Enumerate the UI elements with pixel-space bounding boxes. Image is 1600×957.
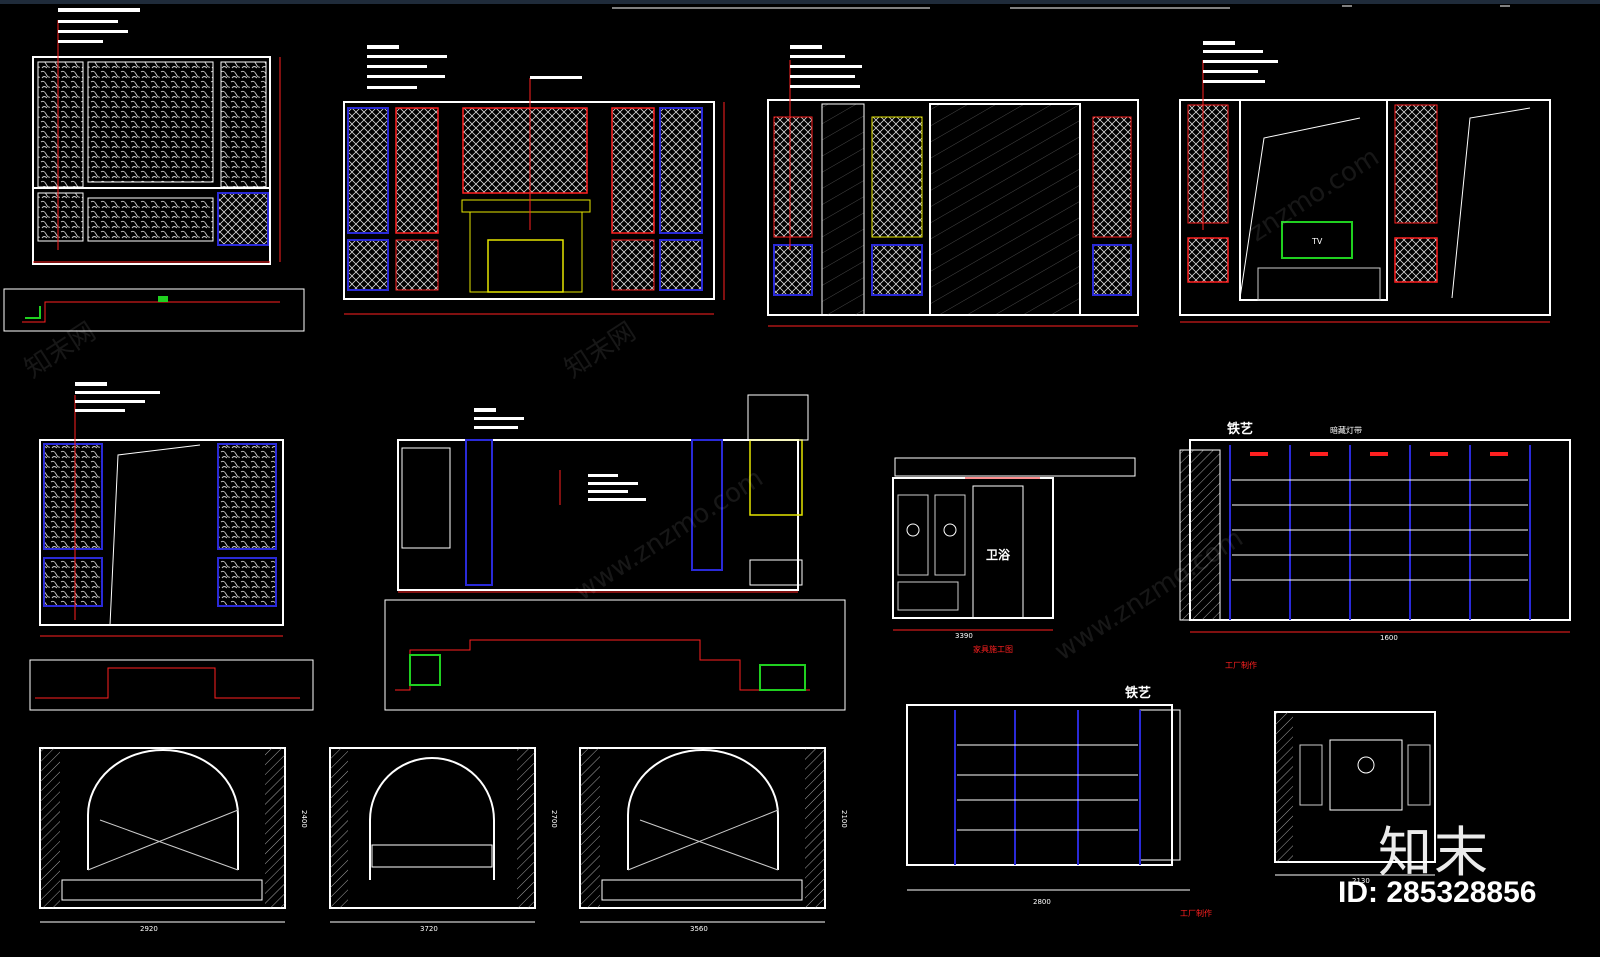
elevation-panel-9 bbox=[39, 747, 286, 923]
elevation-panel-3 bbox=[767, 45, 1139, 327]
top-ruler-bar bbox=[0, 0, 1600, 4]
factory-made-label-1: 工厂制作 bbox=[1225, 661, 1257, 670]
iron-art-label-1: 铁艺 bbox=[1227, 422, 1254, 437]
dimension-text: 2800 bbox=[1033, 898, 1051, 906]
dimension-text: 2400 bbox=[300, 810, 308, 828]
hidden-light-label: 暗藏灯带 bbox=[1330, 426, 1362, 435]
dimension-text: 3560 bbox=[690, 925, 708, 933]
dimension-text: 2920 bbox=[140, 925, 158, 933]
elevation-panel-2 bbox=[343, 45, 725, 315]
elevation-panel-8 bbox=[1179, 439, 1571, 633]
factory-made-label-2: 工厂制作 bbox=[1180, 909, 1212, 918]
image-id-text: ID: 285328856 bbox=[1338, 876, 1537, 909]
dimension-text: 2130 bbox=[1352, 877, 1370, 885]
elevation-panel-10 bbox=[329, 747, 536, 923]
tv-label: TV bbox=[1311, 237, 1323, 246]
elevation-panel-1 bbox=[3, 8, 305, 332]
elevation-panel-12 bbox=[906, 704, 1190, 891]
znzmo-logo: 知末 bbox=[1378, 821, 1490, 884]
elevation-panel-5 bbox=[29, 382, 314, 711]
bathroom-label: 卫浴 bbox=[986, 548, 1011, 562]
dimension-text: 2700 bbox=[550, 810, 558, 828]
dimension-text: 2100 bbox=[840, 810, 848, 828]
dimension-text: 3720 bbox=[420, 925, 438, 933]
elevation-panel-6 bbox=[384, 394, 846, 711]
top-dimension-line bbox=[612, 5, 1510, 9]
elevation-panel-11 bbox=[579, 747, 826, 923]
dimension-text: 3390 bbox=[955, 632, 973, 640]
dimension-text: 1600 bbox=[1380, 634, 1398, 642]
elevation-panel-13 bbox=[1274, 711, 1436, 876]
iron-art-label-2: 铁艺 bbox=[1125, 686, 1152, 701]
furniture-note-label: 家具施工图 bbox=[973, 645, 1013, 654]
elevation-panel-7 bbox=[892, 457, 1136, 631]
elevation-panel-4: TV bbox=[1179, 41, 1551, 323]
